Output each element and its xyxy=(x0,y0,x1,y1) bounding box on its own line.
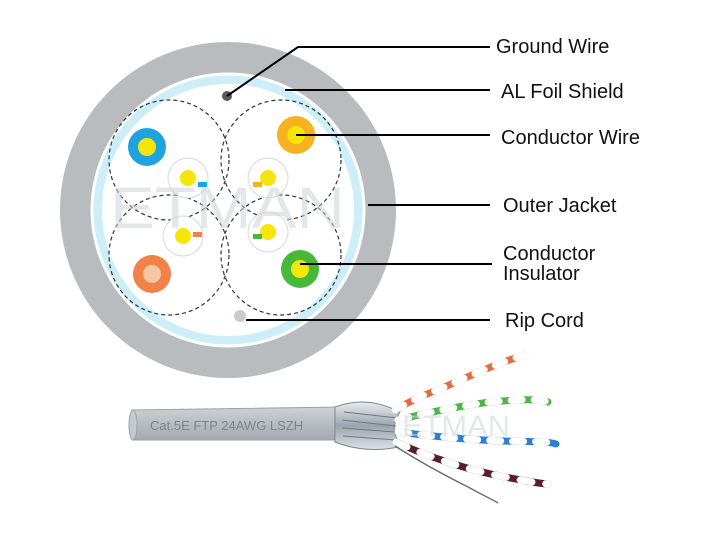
label-al-foil-shield: AL Foil Shield xyxy=(501,81,624,103)
twisted-pair-brown xyxy=(392,438,552,488)
leader-lines xyxy=(226,46,492,321)
conductor-brown-orange xyxy=(133,255,171,293)
rip-cord-dot xyxy=(234,310,246,322)
watermark-top: ETMAN xyxy=(110,176,345,241)
pair-boundary-bottom-right xyxy=(220,194,342,316)
cable-print-text: Cat.5E FTP 24AWG LSZH xyxy=(150,418,303,433)
label-outer-jacket: Outer Jacket xyxy=(503,195,617,217)
rip-cord-strand xyxy=(394,445,499,504)
label-rip-cord: Rip Cord xyxy=(505,310,584,332)
watermark-bottom: ETMAN xyxy=(402,410,510,443)
conductor-green xyxy=(281,250,319,288)
ground-wire-leader xyxy=(226,46,490,97)
pair-boundary-top-left xyxy=(108,99,230,221)
conductor-white-green xyxy=(247,211,289,253)
conductor-blue xyxy=(128,128,166,166)
twisted-pair-orange xyxy=(391,351,529,414)
label-conductor-insulator-line1: Conductor xyxy=(503,243,596,265)
callout-labels: Ground Wire AL Foil Shield Conductor Wir… xyxy=(496,36,640,332)
label-conductor-insulator-line2: Insulator xyxy=(503,263,580,285)
pair-boundary-bottom-left xyxy=(108,194,230,316)
twisted-pair-green xyxy=(394,396,552,424)
twisted-pair-blue xyxy=(394,428,560,448)
cable-cross-section: ETMAN xyxy=(60,42,396,378)
conductor-white-orange xyxy=(247,157,289,199)
label-conductor-wire: Conductor Wire xyxy=(501,127,640,149)
conductor-white-blue xyxy=(167,157,209,199)
conductor-white-brown xyxy=(162,215,204,257)
label-ground-wire: Ground Wire xyxy=(496,36,609,58)
cable-side-view: Cat.5E FTP 24AWG LSZH ETMAN xyxy=(128,351,560,504)
